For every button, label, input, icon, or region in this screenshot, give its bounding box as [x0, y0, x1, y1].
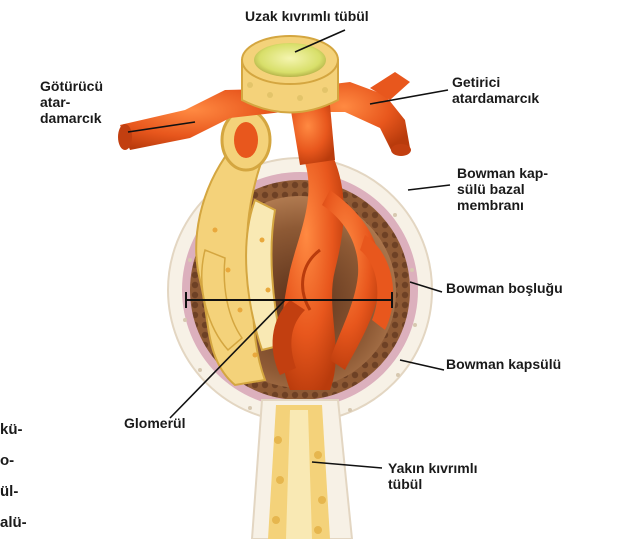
label-afferent-arteriole: Getirici atardamarcık: [452, 74, 539, 106]
efferent-cut-end: [222, 110, 270, 170]
distal-tubule: [242, 36, 338, 113]
proximal-tubule: [252, 400, 352, 539]
label-bowman-capsule: Bowman kapsülü: [446, 356, 561, 372]
label-basement-membrane: Bowman kap- sülü bazal membranı: [457, 165, 548, 213]
label-proximal-tubule: Yakın kıvrımlı tübül: [388, 460, 478, 492]
label-cut-off-text: kü- o- ül- alü-: [0, 414, 27, 538]
leader-basement: [408, 185, 450, 190]
label-efferent-arteriole: Götürücü atar- damarcık: [40, 78, 103, 126]
label-distal-tubule: Uzak kıvrımlı tübül: [245, 8, 369, 24]
label-bowman-space: Bowman boşluğu: [446, 280, 563, 296]
label-glomerulus: Glomerül: [124, 415, 185, 431]
